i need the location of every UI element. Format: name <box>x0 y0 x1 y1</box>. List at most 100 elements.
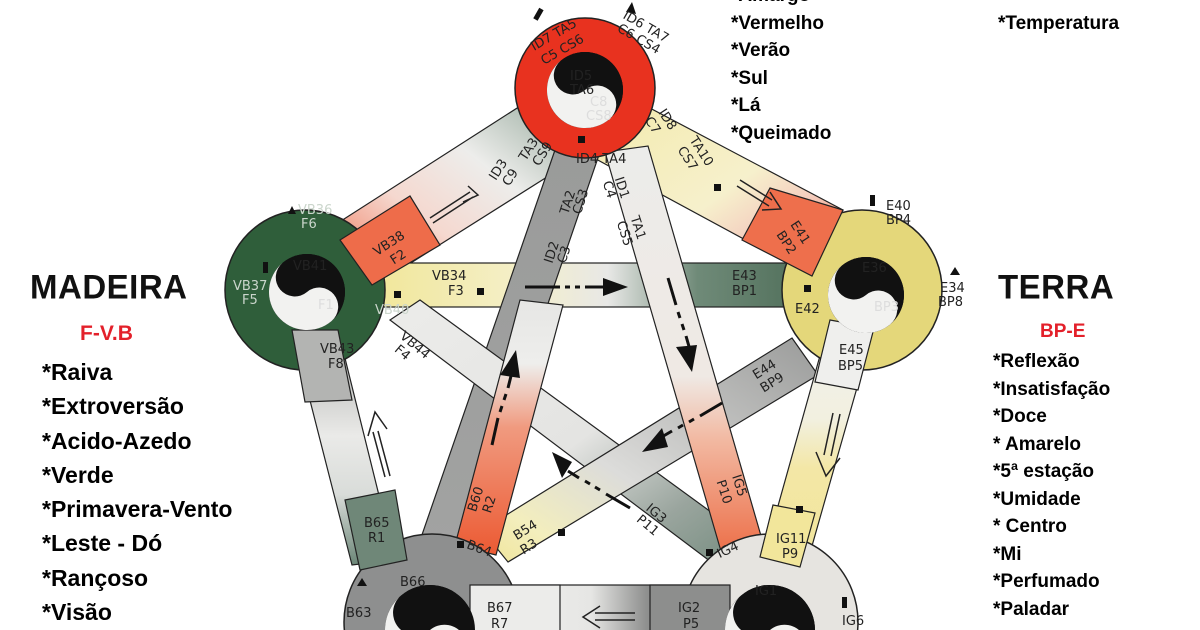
label-band: R1 <box>368 531 385 546</box>
label-fire-yang: CS8 <box>586 109 612 124</box>
label-fire-yin: ID5 <box>570 69 592 84</box>
attribute-item: *Visão <box>42 599 112 626</box>
band-wood-water-overlay <box>291 329 353 403</box>
yin-yang-icon <box>385 585 475 630</box>
label-band: IG11 <box>776 532 806 547</box>
attribute-list-madeira: *Raiva *Extroversão *Acido-Azedo *Verde … <box>42 355 232 629</box>
label-band: ID2 <box>542 240 563 266</box>
attribute-item: *Primavera-Vento <box>42 496 233 523</box>
label-wood-ring: VB36 <box>298 203 332 218</box>
label-wood-ring: VB37 <box>233 279 267 294</box>
label-wood-ring: F5 <box>242 293 258 308</box>
label-fire-yang: C8 <box>590 95 607 110</box>
label-band: E43 <box>732 269 757 284</box>
arrow-water-to-fire-icon <box>490 350 520 446</box>
yin-yang-icon <box>828 257 904 333</box>
arrow-metal-to-water-icon <box>581 605 635 629</box>
arrow-metal-to-wood-icon <box>552 452 631 510</box>
label-band: F8 <box>328 357 344 372</box>
label-earth-ring: BP8 <box>938 295 963 310</box>
attribute-item: *Rançoso <box>42 564 149 591</box>
label-band: ID1 <box>611 175 632 201</box>
attribute-item: *Sul <box>731 67 768 89</box>
label-band: VB34 <box>432 269 466 284</box>
attribute-item: *Amargo <box>731 0 831 10</box>
label-earth-ring: E34 <box>940 281 965 296</box>
label-earth-yin: E36 <box>862 261 887 276</box>
attribute-item: *Doce <box>993 406 1047 427</box>
band-wood-fire-overlay <box>339 195 441 286</box>
label-band: IG5 <box>728 473 749 499</box>
label-band: F2 <box>388 247 409 268</box>
attribute-item: *Acido-Azedo <box>42 427 192 454</box>
attribute-item: *Verde <box>42 461 114 488</box>
label-fire-ring: ID4 TA4 <box>576 152 626 167</box>
label-earth-ring: E42 <box>795 302 820 317</box>
label-band: P10 <box>713 478 735 506</box>
label-band: B60 <box>465 485 487 514</box>
attribute-list-top-right: . *Temperatura <box>998 0 1119 37</box>
label-wood-yang: F1 <box>318 298 334 313</box>
arrow-fire-to-earth-icon <box>736 179 783 211</box>
label-wood-ring: VB40 <box>375 303 409 318</box>
element-title-madeira: MADEIRA <box>30 267 188 306</box>
label-band: IG2 <box>678 601 700 616</box>
element-code-terra: BP-E <box>1040 321 1086 342</box>
label-band: R2 <box>480 494 500 515</box>
label-band: E45 <box>839 343 864 358</box>
label-earth-yang: BP3 <box>874 300 899 315</box>
attribute-item: * Amarelo <box>993 433 1081 455</box>
arrow-water-to-wood-icon <box>367 410 391 478</box>
label-band: F3 <box>448 284 464 299</box>
label-band: VB43 <box>320 342 354 357</box>
arrow-wood-to-earth-icon <box>525 278 628 296</box>
attribute-item: *Temperatura <box>998 12 1120 34</box>
label-band: P9 <box>782 547 798 562</box>
yin-yang-icon <box>547 52 623 128</box>
label-band: R7 <box>491 617 508 630</box>
label-band: C4 <box>599 179 619 200</box>
label-wood-yin: VB41 <box>293 259 327 274</box>
arrow-fire-to-metal-icon <box>666 277 697 372</box>
attribute-item: *Lá <box>731 95 761 116</box>
attribute-item: *Leste - Dó <box>42 530 163 557</box>
label-fire-yin: TA6 <box>569 83 594 98</box>
label-band: P5 <box>683 617 699 630</box>
attribute-item: *Umidade <box>993 488 1081 510</box>
attribute-item: *Insatisfação <box>993 378 1111 400</box>
label-band: TA2 <box>557 189 579 218</box>
attribute-item: *Extroversão <box>42 393 184 420</box>
attribute-item: *Verão <box>731 40 791 61</box>
label-band: BP1 <box>732 284 757 299</box>
attribute-item: *Vermelho <box>731 12 824 34</box>
attribute-item: * Centro <box>993 516 1067 537</box>
label-earth-ring: E40 <box>886 199 911 214</box>
yin-yang-icon <box>725 585 815 630</box>
attribute-list-fogo: *Amargo *Vermelho *Verão *Sul *Lá *Queim… <box>731 0 831 147</box>
attribute-item: *Reflexão <box>993 351 1080 372</box>
band-metal-water-left-overlay <box>469 584 561 630</box>
attribute-item: *Paladar <box>993 598 1070 620</box>
triangle-marker-icon <box>288 2 960 586</box>
label-wood-ring: F6 <box>301 217 317 232</box>
attribute-item: *5ª estação <box>993 461 1095 482</box>
element-code-madeira: F-V.B <box>80 322 133 345</box>
band-wood-earth <box>359 262 811 308</box>
arrow-wood-to-fire-icon <box>429 185 480 224</box>
element-title-terra: TERRA <box>998 267 1115 306</box>
band-wood-water-bottom-overlay <box>344 489 408 571</box>
label-earth-ring: BP4 <box>886 213 911 228</box>
arrow-earth-to-water-icon <box>642 401 723 452</box>
label-water-yin: B66 <box>400 575 425 590</box>
label-band: B67 <box>487 601 512 616</box>
attribute-item: *Perfumado <box>993 571 1100 592</box>
arrow-earth-to-metal-icon <box>815 412 841 478</box>
attribute-item: *Queimado <box>731 122 832 144</box>
label-metal-ring: IG6 <box>842 614 864 629</box>
label-band: TA1 <box>626 213 648 242</box>
attribute-item: *Mi <box>993 543 1022 565</box>
label-band: C3 <box>555 244 575 265</box>
yin-yang-icon <box>269 254 345 330</box>
band-metal-water-right-overlay <box>649 584 731 630</box>
